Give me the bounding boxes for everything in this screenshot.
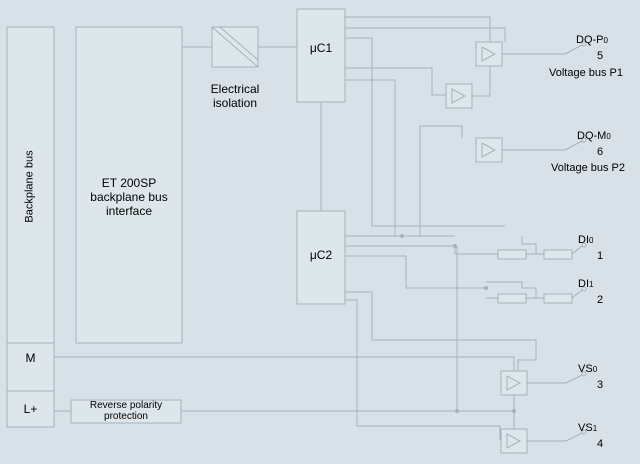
pin-2-label: 2 [597,294,604,306]
di0-resistor-1 [497,249,527,260]
voltage-bus-p1-label: Voltage bus P1 [549,67,624,79]
lplus-label: L+ [23,402,38,416]
reverse-polarity-label: Reverse polarity protection [89,400,163,422]
di0-label: DI0 [578,234,594,246]
isolation-label: Electrical isolation [210,82,260,110]
dqp0-label: DQ-P0 [576,34,608,46]
uc1-label: μC1 [309,41,333,55]
backplane-bus-block [6,26,55,344]
uc2-block [296,210,346,305]
m-rail [54,356,515,371]
terminal-2 [581,286,587,292]
pin-4-label: 4 [597,438,604,450]
terminal-4 [581,429,587,435]
di1-resistor-1 [497,293,527,304]
amplifier-vs1 [500,428,528,454]
amplifier-vs0 [500,370,528,396]
amplifier-mid [445,83,473,109]
m-label: M [25,351,36,365]
amplifier-dqm0 [475,137,503,163]
backplane-bus-label: Backplane bus [23,150,36,223]
uc2-label: μC2 [309,248,333,262]
et200sp-label: ET 200SP backplane bus interface [90,176,168,218]
pin-5-label: 5 [597,50,604,62]
terminal-6 [581,137,587,143]
vs0-label: VS0 [578,363,598,375]
terminal-1 [581,242,587,248]
vs1-label: VS1 [578,422,598,434]
m-terminal-block [6,342,55,392]
amplifier-dqp0 [475,41,503,67]
lplus-terminal-block [6,390,55,428]
voltage-bus-p2-label: Voltage bus P2 [551,162,626,174]
terminal-3 [581,371,587,377]
isolation-diagonal [211,26,259,68]
pin-3-label: 3 [597,379,604,391]
et200sp-interface-block [75,26,183,344]
uc1-block [296,8,346,103]
dqm0-label: DQ-M0 [577,130,611,142]
terminal-5 [581,41,587,47]
di1-label: DI1 [578,278,594,290]
pin-1-label: 1 [597,250,604,262]
di0-resistor-2 [543,249,573,260]
pin-6-label: 6 [597,146,604,158]
di1-resistor-2 [543,293,573,304]
